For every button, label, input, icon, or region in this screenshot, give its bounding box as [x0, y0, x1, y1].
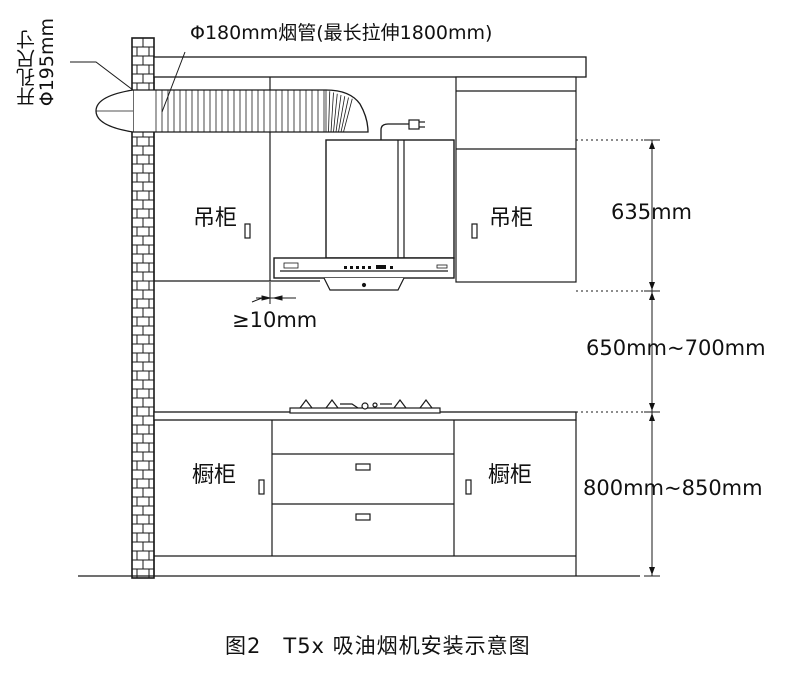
base-cabinet-left-label: 橱柜 — [192, 463, 237, 488]
gap-label: ≥10mm — [232, 308, 318, 332]
dim-lower-label: 800mm~850mm — [583, 476, 763, 500]
control-buttons — [344, 265, 393, 269]
wall-cabinet-right — [455, 76, 577, 283]
dim-upper-label: 635mm — [611, 200, 692, 224]
drawer-handle — [355, 463, 371, 471]
figure-caption: 图2 T5x 吸油烟机安装示意图 — [225, 634, 531, 658]
door-handles — [244, 223, 478, 495]
extension-lines — [576, 139, 660, 413]
hole-size-line2: Φ195mm — [35, 18, 58, 107]
drawer-handle — [355, 513, 371, 521]
hole-size-leader — [70, 61, 134, 91]
height-dimension — [644, 139, 660, 577]
pipe-label: Φ180mm烟管(最长拉伸1800mm) — [190, 22, 493, 44]
gas-stove — [289, 399, 441, 414]
hole-size-line1: 开孔尺寸 — [16, 30, 38, 107]
pipe-label-leader — [161, 51, 186, 113]
wall-cabinet-left-label: 吊柜 — [193, 206, 238, 231]
range-hood-chimney — [325, 139, 455, 259]
dim-middle-label: 650mm~700mm — [586, 336, 766, 360]
base-cabinets — [153, 420, 577, 576]
gap-dimension — [251, 282, 296, 304]
power-cord — [380, 119, 425, 140]
hole-size-label: 开孔尺寸 Φ195mm — [16, 18, 58, 107]
range-hood-canopy — [273, 257, 455, 291]
wall-cabinet-right-label: 吊柜 — [489, 206, 534, 231]
flexible-duct — [95, 89, 369, 133]
ceiling-board — [153, 56, 587, 78]
base-cabinet-right-label: 橱柜 — [488, 463, 533, 488]
